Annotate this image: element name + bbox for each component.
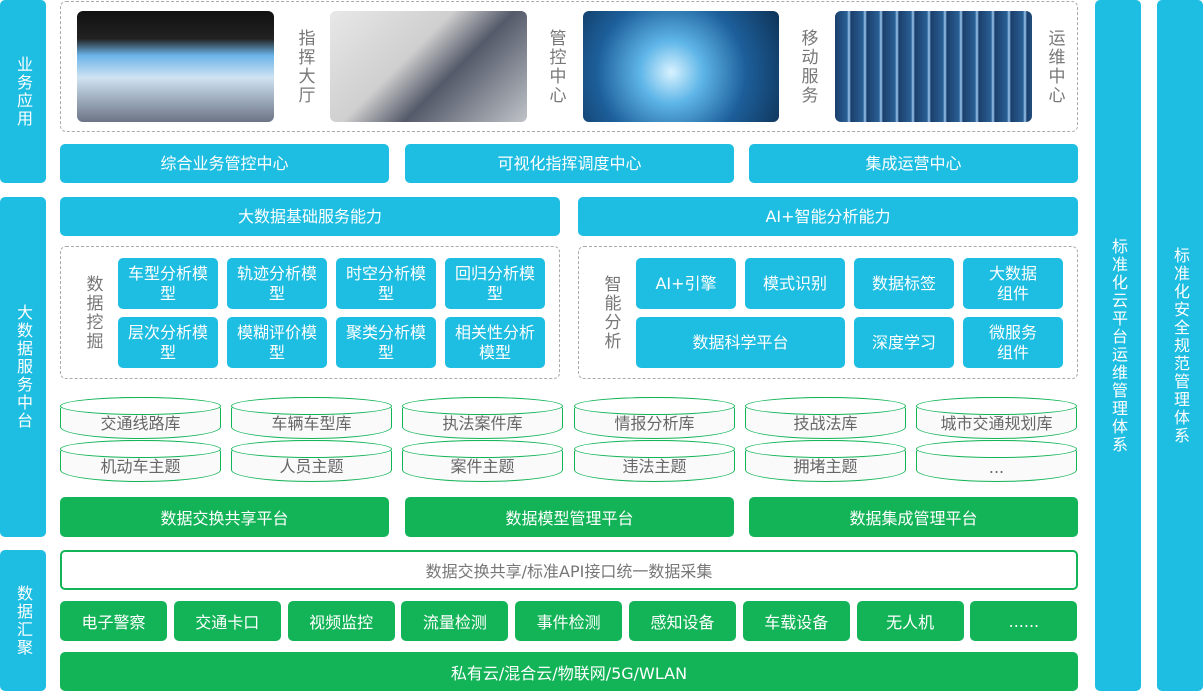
database-label: 技战法库 xyxy=(793,414,858,433)
data-source-box: 流量检测 xyxy=(401,601,509,641)
scene-label: 指挥大厅 xyxy=(294,28,315,105)
capability-header: 大数据基础服务能力 xyxy=(60,197,560,236)
mining-label: 数据挖掘 xyxy=(82,274,103,351)
command-hall-image xyxy=(77,11,274,122)
model-box: 轨迹分析模型 xyxy=(227,258,327,309)
network-bar: 私有云/混合云/物联网/5G/WLAN xyxy=(60,652,1078,691)
data-source-box: 电子警察 xyxy=(60,601,167,641)
data-source-box: ...... xyxy=(970,601,1078,641)
ai-box-item: 数据标签 xyxy=(854,258,954,309)
data-source-box: 无人机 xyxy=(856,601,964,641)
ai-box-item: 大数据组件 xyxy=(963,258,1063,309)
layer-label-bigdata: 大数据服务中台 xyxy=(0,197,46,537)
database-label: 情报分析库 xyxy=(614,414,695,433)
ai-box xyxy=(578,246,1078,379)
model-box: 聚类分析模型 xyxy=(336,317,436,368)
security-system-label: 标准化安全规范管理体系 xyxy=(1157,0,1203,691)
database-cylinder: 情报分析库 xyxy=(574,397,735,439)
data-source-box: 视频监控 xyxy=(287,601,395,641)
ai-box-item: 模式识别 xyxy=(745,258,845,309)
theme-label: 案件主题 xyxy=(450,457,515,476)
mobile-service-image xyxy=(583,11,779,122)
platform-box: 数据模型管理平台 xyxy=(405,497,734,537)
model-box: 回归分析模型 xyxy=(445,258,545,309)
data-source-box: 车载设备 xyxy=(742,601,850,641)
database-label: 交通线路库 xyxy=(100,414,181,433)
theme-label: 人员主题 xyxy=(279,457,344,476)
model-box: 时空分析模型 xyxy=(336,258,436,309)
theme-cylinder: ... xyxy=(916,440,1077,482)
capability-header: AI+智能分析能力 xyxy=(578,197,1078,236)
theme-cylinder: 拥堵主题 xyxy=(745,440,906,482)
scene-label: 移动服务 xyxy=(797,28,818,105)
model-box: 模糊评价模型 xyxy=(227,317,327,368)
layer-label-collection: 数据汇聚 xyxy=(0,550,46,691)
ai-box-item: AI+引擎 xyxy=(636,258,736,309)
app-box: 可视化指挥调度中心 xyxy=(405,144,734,183)
model-box: 相关性分析模型 xyxy=(445,317,545,368)
model-box: 层次分析模型 xyxy=(118,317,218,368)
ai-label: 智能分析 xyxy=(600,274,621,351)
theme-cylinder: 违法主题 xyxy=(574,440,735,482)
theme-label: ... xyxy=(988,458,1005,477)
layer-label-business: 业务应用 xyxy=(0,0,46,183)
database-cylinder: 城市交通规划库 xyxy=(916,397,1077,439)
scene-label: 运维中心 xyxy=(1044,28,1065,105)
data-source-box: 事件检测 xyxy=(515,601,623,641)
ai-box-item: 深度学习 xyxy=(854,317,954,368)
app-box: 综合业务管控中心 xyxy=(60,144,389,183)
collection-bar: 数据交换共享/标准API接口统一数据采集 xyxy=(60,550,1078,590)
scenes-box xyxy=(60,1,1078,132)
database-label: 车辆车型库 xyxy=(271,414,352,433)
theme-label: 违法主题 xyxy=(622,457,687,476)
ops-center-image xyxy=(835,11,1032,122)
database-cylinder: 执法案件库 xyxy=(402,397,563,439)
theme-cylinder: 案件主题 xyxy=(402,440,563,482)
data-source-box: 感知设备 xyxy=(629,601,736,641)
ai-box-item: 微服务组件 xyxy=(963,317,1063,368)
mining-box xyxy=(60,246,560,379)
platform-box: 数据集成管理平台 xyxy=(749,497,1078,537)
ops-system-label: 标准化云平台运维管理体系 xyxy=(1095,0,1141,691)
ai-box-item: 数据科学平台 xyxy=(636,317,845,368)
database-cylinder: 车辆车型库 xyxy=(231,397,392,439)
platform-box: 数据交换共享平台 xyxy=(60,497,389,537)
database-label: 城市交通规划库 xyxy=(940,414,1053,433)
theme-cylinder: 机动车主题 xyxy=(60,440,221,482)
scene-label: 管控中心 xyxy=(545,28,566,105)
theme-cylinder: 人员主题 xyxy=(231,440,392,482)
database-cylinder: 技战法库 xyxy=(745,397,906,439)
data-source-box: 交通卡口 xyxy=(173,601,281,641)
database-cylinder: 交通线路库 xyxy=(60,397,221,439)
theme-label: 机动车主题 xyxy=(100,457,181,476)
control-center-image xyxy=(330,11,527,122)
model-box: 车型分析模型 xyxy=(118,258,218,309)
database-label: 执法案件库 xyxy=(442,414,523,433)
app-box: 集成运营中心 xyxy=(749,144,1078,183)
theme-label: 拥堵主题 xyxy=(793,457,858,476)
